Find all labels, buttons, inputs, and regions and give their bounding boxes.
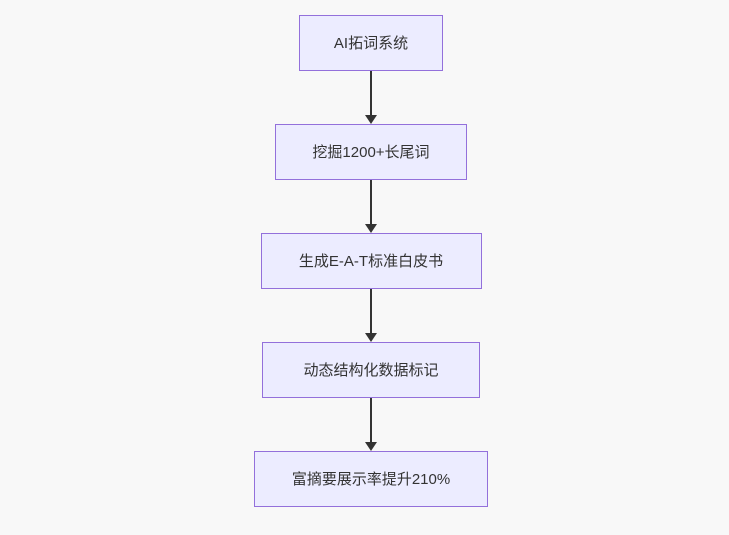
flow-edge-1 xyxy=(365,71,377,124)
flow-edge-2 xyxy=(365,180,377,233)
arrow-line xyxy=(370,289,372,333)
arrowhead-down-icon xyxy=(365,224,377,233)
flow-node-ai-keyword-system: AI拓词系统 xyxy=(299,15,443,71)
arrow-line xyxy=(370,398,372,442)
arrow-line xyxy=(370,71,372,115)
arrow-line xyxy=(370,180,372,224)
flow-node-eat-whitepaper: 生成E-A-T标准白皮书 xyxy=(260,233,482,289)
flow-node-structured-data-markup: 动态结构化数据标记 xyxy=(262,342,480,398)
flow-node-longtail-mining: 挖掘1200+长尾词 xyxy=(275,124,467,180)
flow-node-rich-snippet-result: 富摘要展示率提升210% xyxy=(254,451,488,507)
flow-edge-4 xyxy=(365,398,377,451)
arrowhead-down-icon xyxy=(365,333,377,342)
flowchart: AI拓词系统 挖掘1200+长尾词 生成E-A-T标准白皮书 动态结构化数据标记… xyxy=(254,15,488,507)
arrowhead-down-icon xyxy=(365,115,377,124)
arrowhead-down-icon xyxy=(365,442,377,451)
flow-edge-3 xyxy=(365,289,377,342)
